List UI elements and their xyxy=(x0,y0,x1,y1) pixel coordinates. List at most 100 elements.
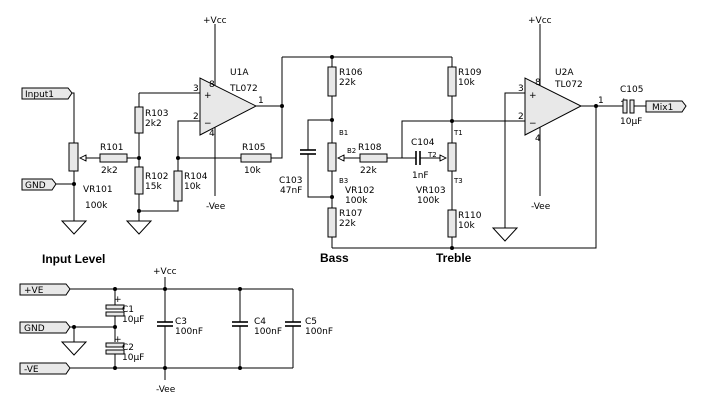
c2-plate-top xyxy=(105,342,125,348)
r102-ref: R102 xyxy=(145,172,168,182)
connector-pve xyxy=(19,283,71,296)
r110-body xyxy=(447,209,457,238)
r102-value: 15k xyxy=(145,182,162,192)
c5-ref: C5 xyxy=(305,317,317,327)
connector-mix1-label: Mix1 xyxy=(652,103,673,113)
u2a-minus-sign: − xyxy=(529,119,537,129)
vr101-body xyxy=(68,142,79,172)
r110-value: 10k xyxy=(458,221,475,231)
ground-symbol xyxy=(125,220,153,235)
r101-value: 2k2 xyxy=(101,166,118,176)
c3-value: 100nF xyxy=(175,327,203,337)
connector-nve xyxy=(19,362,71,375)
u2a-pin1: 1 xyxy=(598,96,604,106)
r103-ref: R103 xyxy=(145,109,168,119)
r104-body xyxy=(173,170,183,202)
vr102-ref: VR102 xyxy=(345,186,375,196)
r107-value: 22k xyxy=(339,219,356,229)
r105-body xyxy=(240,153,272,163)
c104-ref: C104 xyxy=(411,138,435,148)
vr101-ref: VR101 xyxy=(83,185,113,195)
u2a-part: TL072 xyxy=(554,80,583,90)
c104-value: 1nF xyxy=(412,171,429,181)
c105-plate-left xyxy=(622,99,628,114)
vr103-wiper-arrow xyxy=(439,154,448,162)
r101-ref: R101 xyxy=(100,143,123,153)
r109-ref: R109 xyxy=(458,68,482,78)
vr103-value: 100k xyxy=(417,196,440,206)
vr101-value: 100k xyxy=(85,201,108,211)
u1a-ref: U1A xyxy=(230,68,249,78)
r106-value: 22k xyxy=(339,78,356,88)
r108-body xyxy=(359,153,388,163)
ground-symbol xyxy=(60,220,88,235)
opamp-u2a: + − 3 2 1 8 4 U2A TL072 +Vcc -Vee C105 +… xyxy=(452,16,687,242)
vr102-pin-b2: B2 xyxy=(347,147,356,155)
u1a-pin4: 4 xyxy=(209,129,215,139)
r108-ref: R108 xyxy=(358,143,382,153)
c2-polarity: + xyxy=(114,335,122,345)
vr102-body xyxy=(327,142,337,172)
c2-ref: C2 xyxy=(122,343,134,353)
connector-gnd-ps xyxy=(19,321,71,334)
u2a-ref: U2A xyxy=(555,68,574,78)
u2a-pin4: 4 xyxy=(535,134,541,144)
c1-value: 10µF xyxy=(122,315,144,325)
vcc-label-u1: +Vcc xyxy=(203,16,227,26)
u1a-pin3: 3 xyxy=(193,84,199,94)
vr103-pin-t2: T2 xyxy=(427,151,437,159)
connector-nve-label: -VE xyxy=(24,365,39,375)
connector-gnd-in-label: GND xyxy=(25,181,46,191)
r106-ref: R106 xyxy=(339,68,363,78)
vr103-ref: VR103 xyxy=(416,186,446,196)
r105-ref: R105 xyxy=(242,143,265,153)
c1-polarity: + xyxy=(114,295,122,305)
r101-body xyxy=(99,153,128,163)
u2a-body xyxy=(524,77,583,136)
opamp-u1a: + − 3 2 1 8 4 U1A TL072 +Vcc -Vee xyxy=(193,16,284,212)
vr103-body xyxy=(447,142,457,172)
r104-ref: R104 xyxy=(184,172,208,182)
r107-ref: R107 xyxy=(339,209,362,219)
connector-gnd-ps-label: GND xyxy=(24,324,45,334)
r103-value: 2k2 xyxy=(145,119,162,129)
caption-treble: Treble xyxy=(436,251,472,265)
tone-stack: R106 22k C103 47nF B1 B2 B3 VR102 100k R… xyxy=(279,55,597,250)
vcc-label-u2: +Vcc xyxy=(528,16,552,26)
caption-bass: Bass xyxy=(320,251,349,265)
c1-ref: C1 xyxy=(122,305,134,315)
caption-input-level: Input Level xyxy=(42,252,105,266)
c3-ref: C3 xyxy=(175,317,187,327)
u1a-pin1: 1 xyxy=(258,96,264,106)
c103-ref: C103 xyxy=(279,176,302,186)
r110-ref: R110 xyxy=(458,211,482,221)
ground-symbol xyxy=(491,227,519,242)
connector-pve-label: +VE xyxy=(24,286,44,296)
r109-body xyxy=(447,66,457,97)
r104-value: 10k xyxy=(184,182,201,192)
vee-label-u1: -Vee xyxy=(206,202,226,212)
vr101-wiper-arrow xyxy=(78,154,87,162)
c105-plate-right xyxy=(629,99,635,114)
connector-input1 xyxy=(21,87,73,100)
connector-mix1 xyxy=(645,100,687,113)
r102-body xyxy=(134,166,144,195)
u2a-pin2: 2 xyxy=(518,112,524,122)
u1a-part: TL072 xyxy=(229,84,258,94)
ground-symbol xyxy=(60,341,88,356)
r103-body xyxy=(134,106,144,134)
c103-value: 47nF xyxy=(280,186,302,196)
c4-value: 100nF xyxy=(254,327,282,337)
u1a-pin8: 8 xyxy=(209,80,215,90)
vr102-pin-b3: B3 xyxy=(339,177,348,185)
vr103-pin-t1: T1 xyxy=(453,129,463,137)
vr102-wiper-arrow xyxy=(336,154,345,162)
vee-label-u2: -Vee xyxy=(531,202,551,212)
c105-value: 10µF xyxy=(620,117,642,127)
u1a-minus-sign: − xyxy=(204,119,212,129)
c4-ref: C4 xyxy=(254,317,266,327)
u1a-pin2: 2 xyxy=(193,112,199,122)
u2a-pin3: 3 xyxy=(518,84,524,94)
vr103-pin-t3: T3 xyxy=(453,177,463,185)
